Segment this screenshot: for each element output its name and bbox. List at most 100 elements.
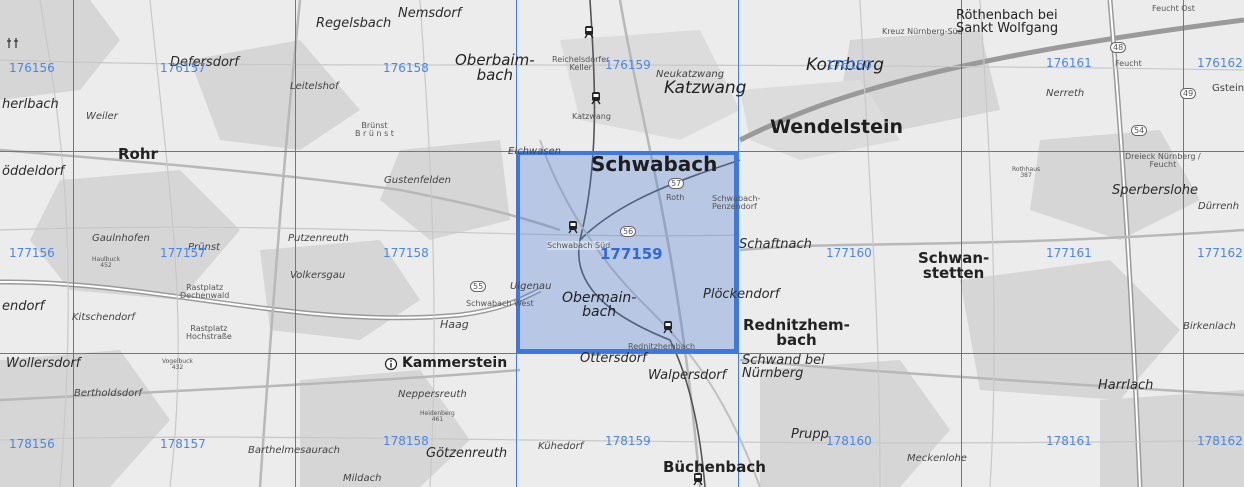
train-station-icon: [693, 473, 703, 486]
place-kuhedorf: Kühedorf: [538, 441, 584, 452]
place-neppersreuth: Neppersreuth: [398, 389, 467, 400]
place-schwabach: Schwabach: [591, 152, 718, 176]
place-rothhaus: Rothhaus 387: [1012, 166, 1041, 179]
train-station-icon: [584, 26, 594, 39]
place-regelsbach: Regelsbach: [316, 16, 392, 31]
urban-areas: [560, 30, 900, 160]
place-nemsdorf: Nemsdorf: [398, 6, 462, 21]
tile-label[interactable]: 176159: [605, 58, 651, 72]
route-54-shield: 54: [1131, 125, 1148, 136]
tile-label[interactable]: 178159: [605, 434, 651, 448]
place-harrlach: Harrlach: [1098, 378, 1154, 393]
place-dreieck: Dreieck Nürnberg / Feucht: [1125, 152, 1201, 169]
train-station-icon: [591, 92, 601, 105]
place-endorf: endorf: [2, 299, 45, 314]
route-56-shield: 56: [620, 226, 637, 237]
place-putzenreuth: Putzenreuth: [288, 233, 349, 244]
grid-line-vertical: [295, 0, 296, 487]
route-49-shield: 49: [1180, 88, 1197, 99]
tile-label[interactable]: 178157: [160, 437, 206, 451]
place-haag: Haag: [440, 318, 469, 331]
tile-label[interactable]: 177157: [160, 246, 206, 260]
place-oddeldorf: öddeldorf: [2, 164, 65, 179]
place-eichwasen: Eichwasen: [508, 146, 561, 157]
place-mildach: Mildach: [343, 473, 382, 484]
place-gotzenreuth: Götzenreuth: [426, 446, 508, 461]
tile-label[interactable]: 176158: [383, 61, 429, 75]
place-wendelstein: Wendelstein: [770, 116, 904, 138]
place-nerreth: Nerreth: [1046, 88, 1085, 99]
place-katzwang-small: Katzwang: [572, 112, 611, 121]
place-wollersdorf: Wollersdorf: [6, 356, 81, 371]
place-barthelmesaurach: Barthelmesaurach: [248, 445, 340, 456]
info-icon: [384, 357, 398, 371]
place-ottersdorf: Ottersdorf: [580, 351, 647, 366]
grid-line-vertical: [1183, 0, 1184, 487]
place-feucht-ost: Feucht Ost: [1152, 4, 1195, 13]
grid-line-horizontal: [0, 353, 1244, 354]
tile-label[interactable]: 177156: [9, 246, 55, 260]
place-oberbaimbach: Oberbaim- bach: [455, 51, 535, 84]
place-schwabach-west: Schwabach West: [466, 299, 534, 308]
place-kammerstein: Kammerstein: [402, 355, 508, 371]
tile-label[interactable]: 176162: [1197, 56, 1243, 70]
place-haulbuck: Haulbuck 452: [92, 256, 121, 269]
route-57-shield: 57: [668, 178, 685, 189]
grid-line-vertical: [73, 0, 74, 487]
place-schwabach-penzendorf: Schwabach- Penzendorf: [712, 194, 761, 211]
tile-label[interactable]: 178156: [9, 437, 55, 451]
tile-label[interactable]: 178160: [826, 434, 872, 448]
place-sperberslohe: Sperberslohe: [1112, 183, 1199, 198]
tile-label[interactable]: 178161: [1046, 434, 1092, 448]
place-rednitzhembach: Rednitzhem- bach: [743, 316, 850, 349]
place-feucht: Feucht: [1115, 59, 1142, 68]
place-durrenh: Dürrenh: [1198, 201, 1240, 212]
place-roth: Roth: [666, 193, 685, 202]
tile-label[interactable]: 177160: [826, 246, 872, 260]
place-heidenberg: Heidenberg 461: [420, 410, 455, 423]
train-station-icon: [568, 221, 578, 234]
place-buchenbach: Büchenbach: [663, 458, 766, 476]
place-brunst: Brünst B r ü n s t: [355, 121, 394, 138]
place-rednitzhembach-small: Rednitzhembach: [628, 342, 696, 351]
place-weiler: Weiler: [86, 111, 118, 122]
tile-label[interactable]: 177158: [383, 246, 429, 260]
place-walpersdorf: Walpersdorf: [648, 368, 727, 383]
tile-label[interactable]: 177162: [1197, 246, 1243, 260]
tile-label[interactable]: 178158: [383, 434, 429, 448]
tile-label[interactable]: 176161: [1046, 56, 1092, 70]
place-herlbach: herlbach: [2, 97, 59, 112]
place-obermainbach: Obermain- bach: [562, 290, 637, 320]
place-reichelsdorfer-keller: Reichelsdorfer Keller: [552, 55, 610, 72]
tile-label[interactable]: 176156: [9, 61, 55, 75]
place-meckenlohe: Meckenlohe: [907, 453, 967, 464]
place-prupp: Prupp: [791, 427, 829, 442]
place-katzwang: Katzwang: [664, 78, 747, 98]
place-leitelshof: Leitelshof: [290, 81, 339, 92]
place-plockendorf: Plöckendorf: [703, 287, 780, 302]
place-kreuz: Kreuz Nürnberg-Süd: [882, 27, 963, 36]
selected-tile[interactable]: [516, 151, 738, 353]
route-48-shield: 48: [1110, 42, 1127, 53]
place-rohr: Rohr: [118, 145, 158, 163]
place-schwabach-sued: Schwabach Süd: [547, 241, 611, 250]
grid-line-vertical: [961, 0, 962, 487]
tile-label[interactable]: 176160: [826, 58, 872, 72]
place-rastplatz-hochstrasse: Rastplatz Hochstraße: [186, 324, 232, 341]
place-prunst: Prünst: [188, 242, 220, 253]
place-neukatzwang: Neukatzwang: [656, 69, 725, 80]
tile-label-selected[interactable]: 177159: [600, 245, 663, 263]
tile-label[interactable]: 177161: [1046, 246, 1092, 260]
place-vogelbuck: Vogelbuck 432: [162, 358, 193, 371]
place-uigenau: Uigenau: [510, 281, 552, 292]
place-kitschendorf: Kitschendorf: [72, 312, 135, 323]
place-gstein: Gstein: [1212, 83, 1244, 94]
tile-label[interactable]: 178162: [1197, 434, 1243, 448]
tile-label[interactable]: 176157: [160, 61, 206, 75]
place-defersdorf: Defersdorf: [170, 55, 239, 70]
place-rastplatz-dechenwald: Rastplatz Dechenwald: [180, 283, 230, 300]
place-schwanstetten: Schwan- stetten: [918, 249, 990, 282]
